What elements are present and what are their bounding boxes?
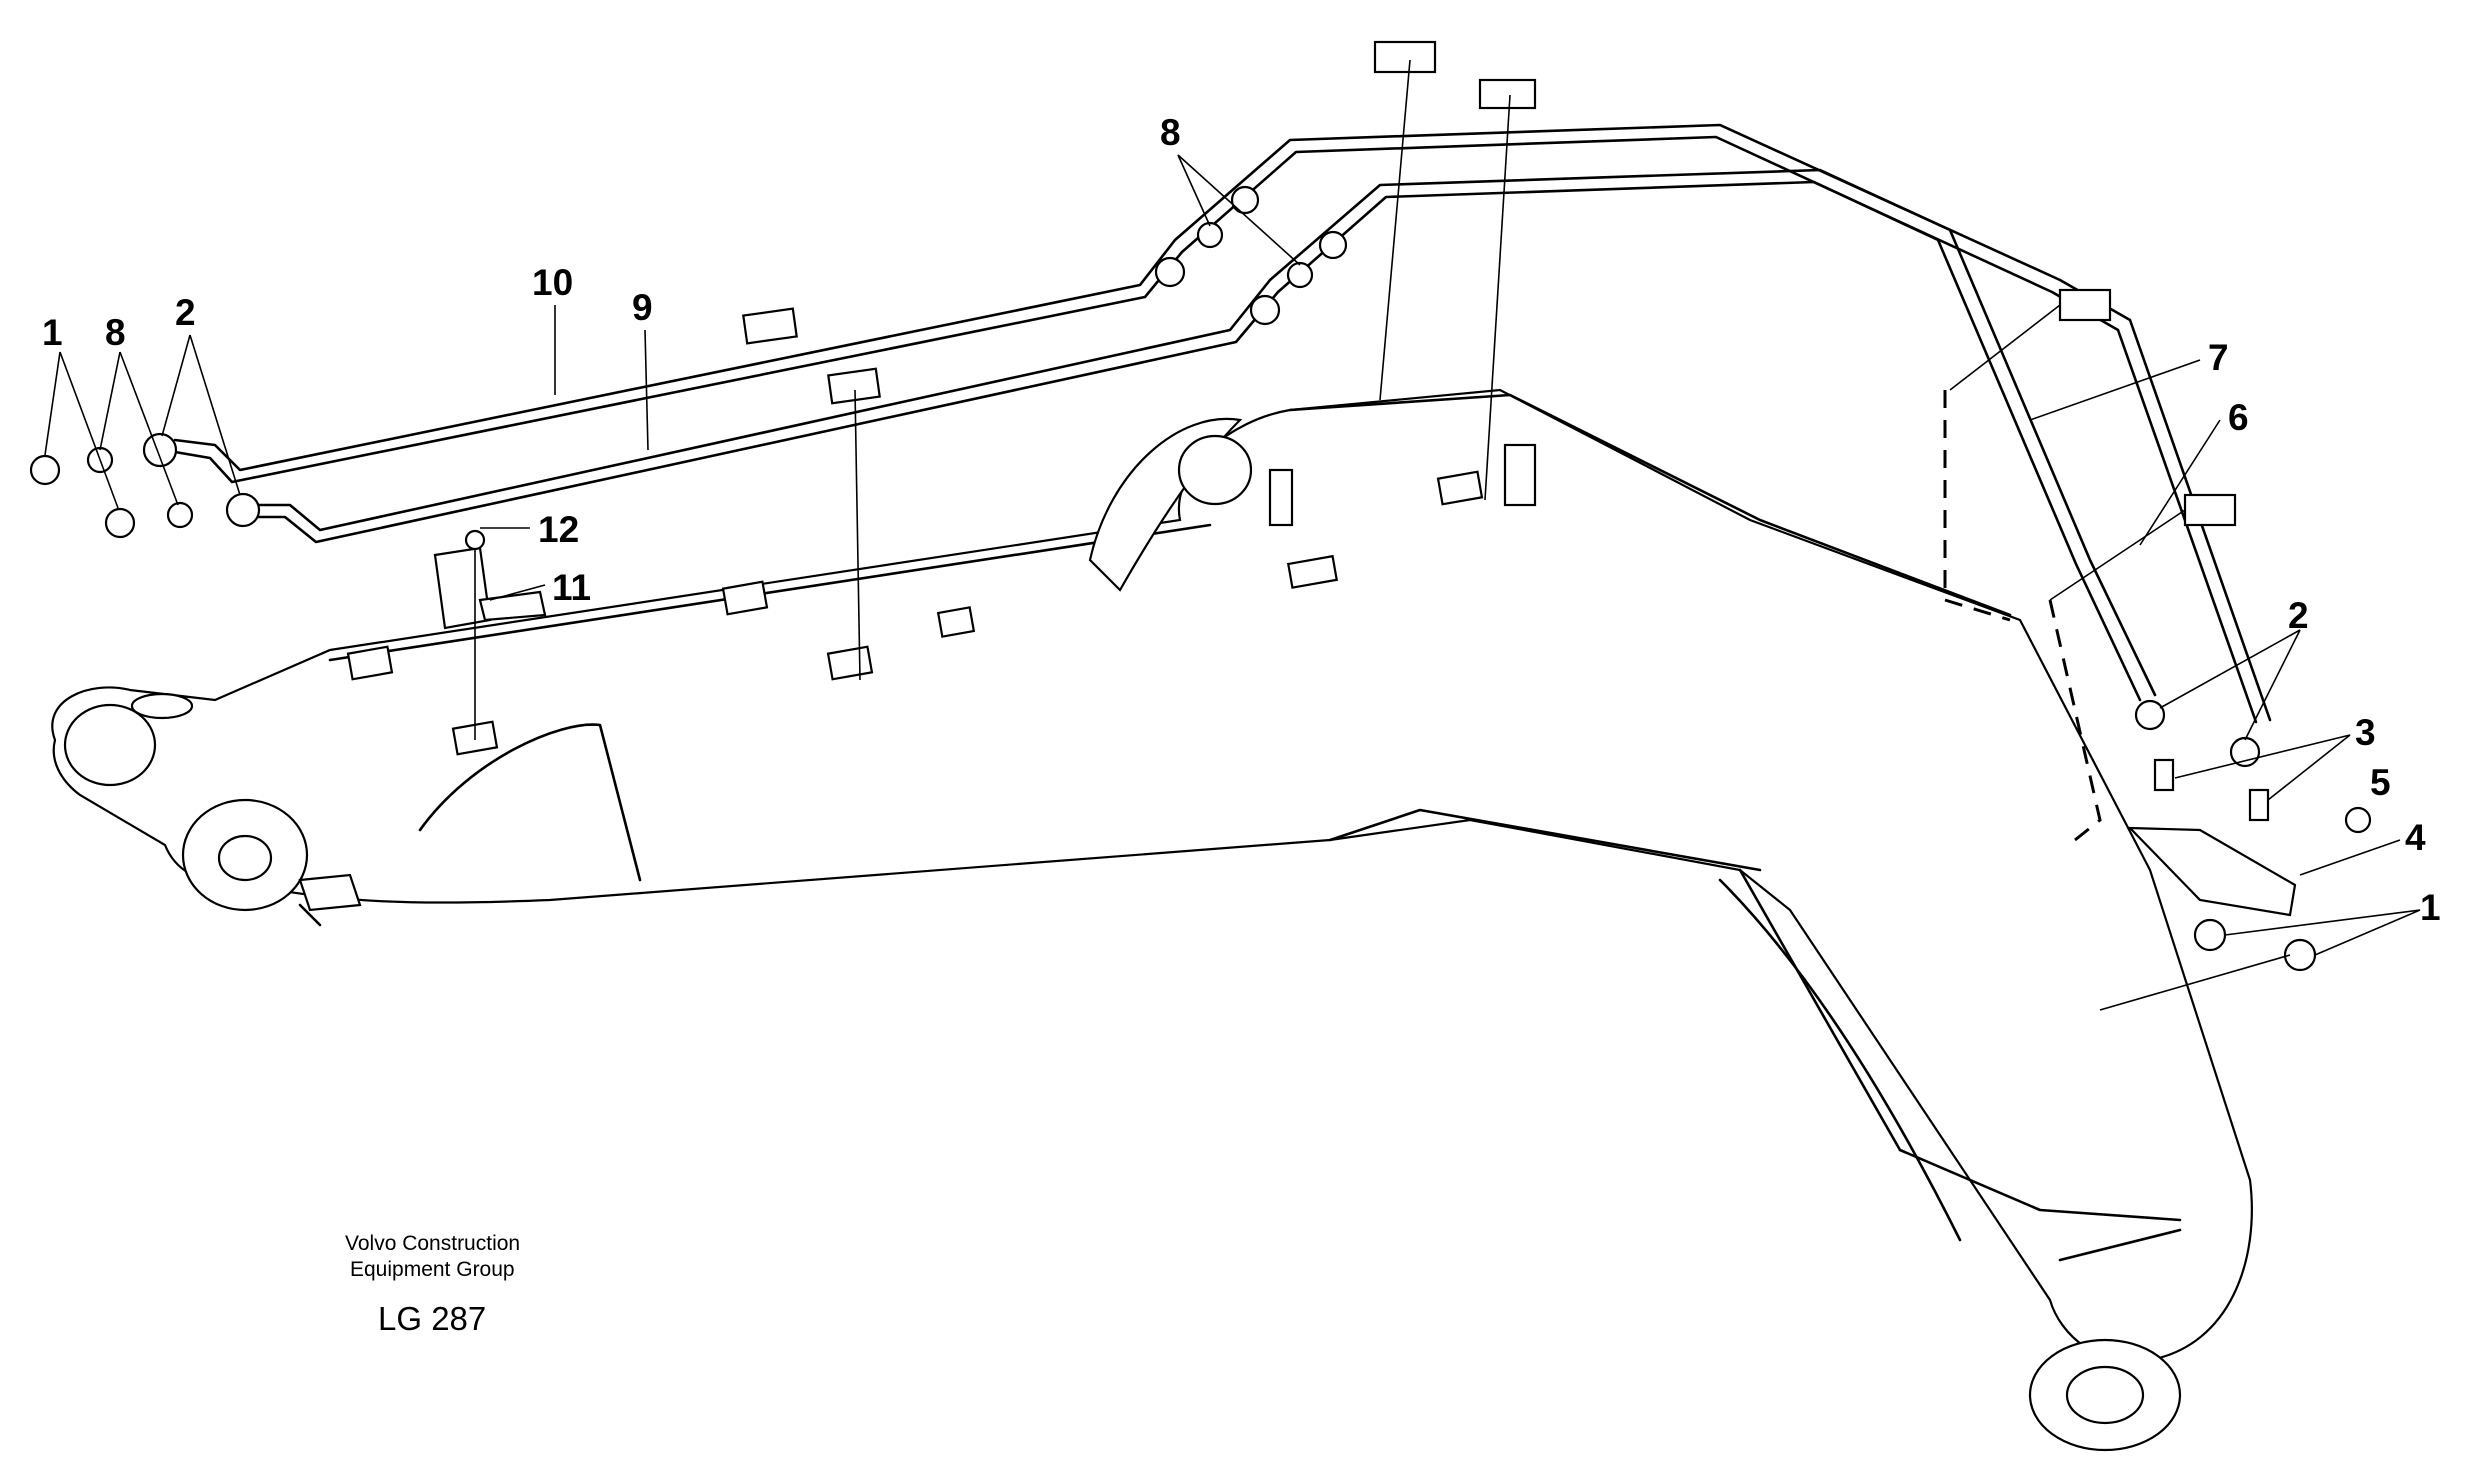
callout-9: 9: [632, 287, 653, 328]
pipe-clamp: [346, 645, 394, 681]
callout-8-mid: 8: [1160, 112, 1181, 153]
pipe-clamp-top: [1373, 40, 1437, 74]
nut: [2193, 918, 2227, 952]
caption-line-2: Equipment Group: [350, 1258, 515, 1281]
callout-11: 11: [552, 567, 591, 608]
pipe-clamp: [721, 580, 769, 616]
union: [1230, 185, 1260, 215]
callout-3: 3: [2355, 712, 2376, 753]
pipe-clamp-top: [827, 367, 881, 405]
callout-4: 4: [2405, 817, 2426, 858]
mounting-bracket: [433, 546, 492, 630]
washer: [1196, 221, 1224, 249]
union: [1249, 294, 1281, 326]
drawing-code: LG 287: [378, 1300, 486, 1337]
union: [1318, 230, 1348, 260]
callout-7: 7: [2208, 337, 2229, 378]
washer: [166, 501, 194, 529]
bracket: [298, 873, 362, 912]
pipe-clamp-top: [1478, 78, 1537, 110]
callout-12: 12: [538, 509, 579, 550]
screw: [2344, 806, 2372, 834]
washer: [1286, 261, 1314, 289]
nut: [225, 492, 261, 528]
nut: [2134, 699, 2166, 731]
pipe-clamp: [1436, 470, 1484, 506]
nut: [2229, 736, 2261, 768]
pipe-clamp-side: [2183, 493, 2237, 527]
fittings: [29, 40, 2372, 1011]
boom-arm: [51, 388, 2253, 1452]
screw: [464, 529, 486, 551]
caption-line-1: Volvo Construction: [345, 1232, 520, 1255]
leader-lines: [44, 154, 2421, 956]
nut: [104, 507, 136, 539]
union: [1154, 256, 1186, 288]
callout-1-right: 1: [2420, 887, 2441, 928]
pipe-clamp-side: [2058, 288, 2112, 322]
callout-2-right: 2: [2288, 595, 2309, 636]
lug: [1503, 443, 1537, 507]
pipe-clamp: [936, 606, 976, 638]
callout-5: 5: [2370, 762, 2391, 803]
callout-8-left: 8: [105, 312, 126, 353]
nut: [29, 454, 61, 486]
pipe-clamp: [826, 645, 874, 681]
adapter: [2153, 758, 2175, 792]
callout-1-left: 1: [42, 312, 63, 353]
pipe-clamp: [1286, 554, 1339, 589]
lug: [1268, 468, 1294, 527]
callout-labels: 1 8 2 10 9 8 12 11 7 6 2 3 5 4 1: [42, 112, 2441, 928]
pipe-clamp-top: [742, 307, 798, 345]
front-eye: [63, 703, 157, 787]
callout-2-left: 2: [175, 292, 196, 333]
adapter: [2248, 788, 2270, 822]
callout-10: 10: [532, 262, 573, 303]
plate-bracket: [2127, 826, 2297, 917]
callout-6: 6: [2228, 397, 2249, 438]
nut: [142, 432, 178, 468]
caption: Volvo Construction Equipment Group LG 28…: [345, 1232, 520, 1337]
